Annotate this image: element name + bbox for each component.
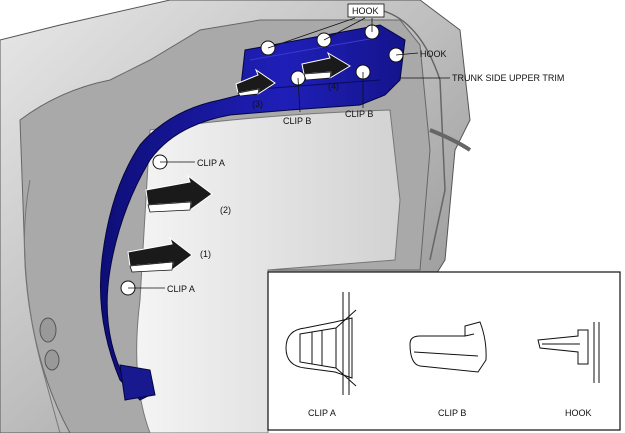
inset-label-clip-a: CLIP A: [308, 408, 336, 418]
inset-label-clip-b: CLIP B: [438, 408, 466, 418]
label-clip-a-upper: CLIP A: [197, 158, 225, 168]
leader-lines: [128, 17, 450, 289]
label-step-2: (2): [220, 205, 231, 215]
label-hook-top: HOOK: [352, 6, 379, 16]
label-clip-b-left: CLIP B: [283, 116, 311, 126]
label-hook-right: HOOK: [420, 49, 447, 59]
label-clip-b-right: CLIP B: [345, 109, 373, 119]
label-clip-a-lower: CLIP A: [167, 284, 195, 294]
removal-arrows: [127, 51, 351, 273]
arrow-step-1-icon: [127, 236, 193, 273]
arrow-step-4-icon: [301, 51, 351, 81]
fastener-detail-inset: CLIP A CLIP B HOOK: [267, 271, 621, 431]
label-step-1: (1): [200, 249, 211, 259]
callout-labels: HOOK HOOK TRUNK SIDE UPPER TRIM CLIP B C…: [167, 3, 564, 294]
inset-label-hook: HOOK: [565, 408, 592, 418]
label-step-3: (3): [252, 99, 263, 109]
hook-detail: [537, 322, 600, 383]
label-trunk-side-upper-trim: TRUNK SIDE UPPER TRIM: [452, 73, 564, 83]
clip-b-detail: [409, 321, 487, 373]
clip-a-detail: [285, 292, 357, 395]
label-step-4: (4): [328, 81, 339, 91]
arrow-step-3-icon: [235, 68, 276, 97]
arrow-step-2-icon: [145, 174, 213, 213]
